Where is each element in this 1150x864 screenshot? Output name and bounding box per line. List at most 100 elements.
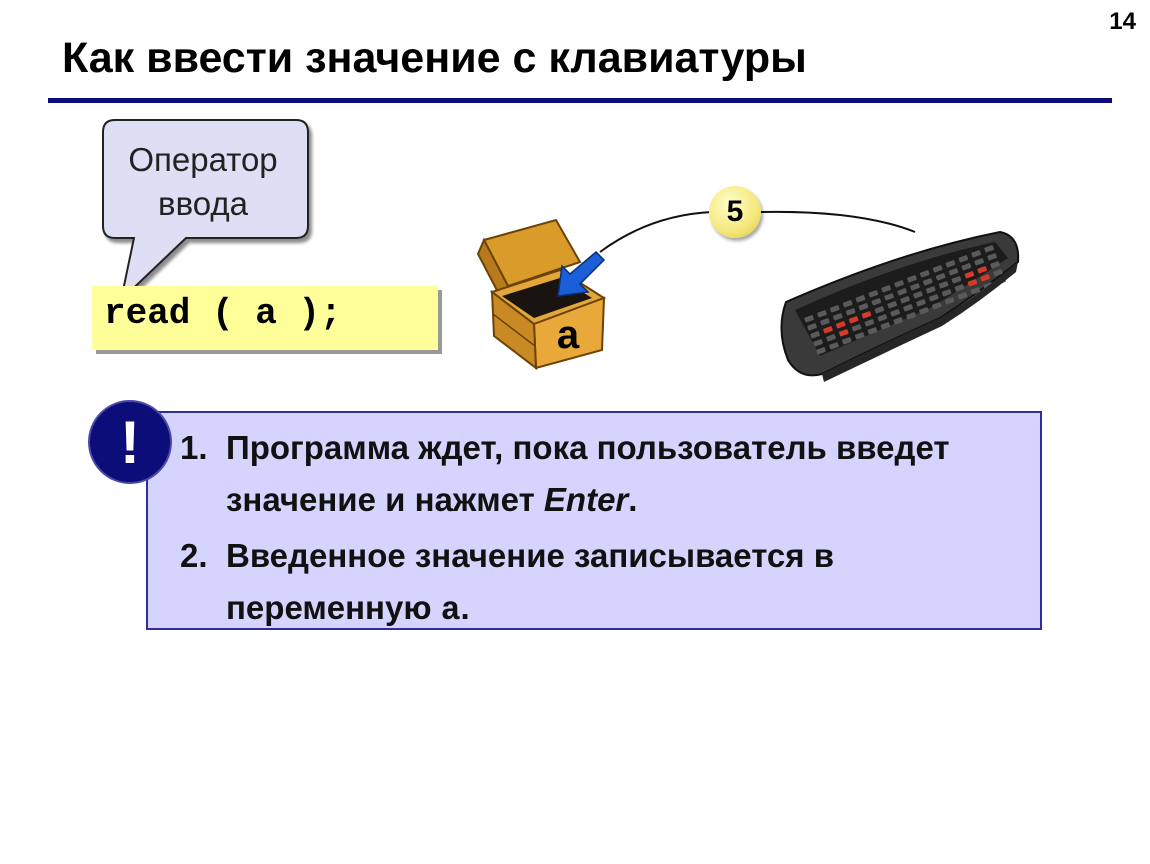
keyboard-key [925,286,936,294]
keyboard-key [884,293,894,301]
keyboard-key [916,299,926,307]
keyboard-key [890,309,900,317]
code-line: read ( a ); [104,293,342,334]
keyboard-key [919,270,930,278]
exclamation-icon: ! [88,400,172,484]
slide-number: 14 [1109,8,1136,35]
keyboard-key [864,319,875,327]
keyboard-key [948,268,959,276]
item-text: Программа ждет, пока пользователь введет… [226,429,950,518]
box-label: a [557,313,580,357]
list-item: 2. Введенное значение записывается в пер… [180,530,1030,637]
cable [599,210,916,253]
keyboard-key [848,316,859,324]
keyboard-key [961,263,972,271]
note-list: 1. Программа ждет, пока пользователь вве… [180,422,1030,637]
keyboard-key [838,329,849,337]
callout-line-2: ввода [158,185,248,222]
item-number: 1. [180,429,208,466]
keyboard-key [958,255,969,263]
keyboard-key [842,300,853,308]
callout-line-1: Оператор [128,141,278,178]
keyboard-key [964,271,975,279]
keyboard-key [829,342,839,350]
keyboard-key [919,307,929,315]
item-text: Введенное значение записывается в переме… [226,537,834,626]
keyboard-key [900,296,910,304]
keyboard-key [974,258,984,266]
keyboard-key [861,311,872,319]
keyboard-key [829,305,840,313]
keyboard-key [868,290,879,298]
keyboard-key [813,339,823,347]
keyboard-key [894,280,904,288]
keyboard-key [907,275,917,283]
keyboard-key [931,302,942,310]
keyboard-key [858,303,869,311]
keyboard-key [874,306,885,314]
keyboard-key [804,315,814,323]
note-box [146,411,1042,630]
keyboard-key [935,273,946,281]
keyboard-key [954,284,965,292]
item-emphasis: Enter [543,481,629,518]
keyboard-key [855,295,866,303]
keyboard-key [871,298,882,306]
keyboard-key [970,287,981,295]
item-suffix: . [460,589,470,626]
keyboard-key [913,291,923,299]
keyboard-key [877,314,888,322]
page-title: Как ввести значение с клавиатуры [62,34,807,82]
keyboard-key [944,297,955,305]
keyboard-key [820,318,830,326]
keyboard-key [823,326,833,334]
keyboard-icon [780,230,1020,382]
keyboard-key [881,285,891,293]
keyboard-key [928,294,939,302]
keyboard-key [816,347,826,355]
keyboard-key [832,313,843,321]
keyboard-key [893,317,903,325]
keyboard-key [835,321,846,329]
keyboard-key [941,289,952,297]
keyboard-key [810,331,820,339]
keyboard-key [867,327,878,335]
keyboard-key [957,292,968,300]
keyboard-key [903,304,913,312]
keyboard-key [977,266,987,274]
keyboard-key [938,281,949,289]
item-suffix: . [628,481,638,518]
keyboard-key [854,332,865,340]
item-emphasis: a [440,592,461,629]
keyboard-key [984,245,994,253]
keyboard-key [951,276,962,284]
keyboard-key [945,260,956,268]
list-item: 1. Программа ждет, пока пользователь вве… [180,422,1030,526]
box-icon [476,218,607,371]
keyboard-key [987,253,997,261]
keyboard-key [922,278,933,286]
keyboard-key [841,337,852,345]
keyboard-key [826,334,836,342]
keyboard-key [993,269,1003,277]
keyboard-key [807,323,817,331]
keyboard-key [817,310,827,318]
keyboard-key [967,279,978,287]
keyboard-key [971,250,981,258]
keyboard-key [897,288,907,296]
code-box [92,286,438,350]
value-badge: 5 [709,186,761,238]
keyboard-key [845,308,856,316]
keyboard-key [932,265,943,273]
keyboard-key [880,322,891,330]
keyboard-key [887,301,897,309]
arrow-icon [557,250,606,297]
keyboard-key [980,274,990,282]
title-underline [48,98,1112,103]
keyboard-key [910,283,920,291]
keyboard-key [990,261,1000,269]
item-number: 2. [180,537,208,574]
keyboard-key [906,312,916,320]
